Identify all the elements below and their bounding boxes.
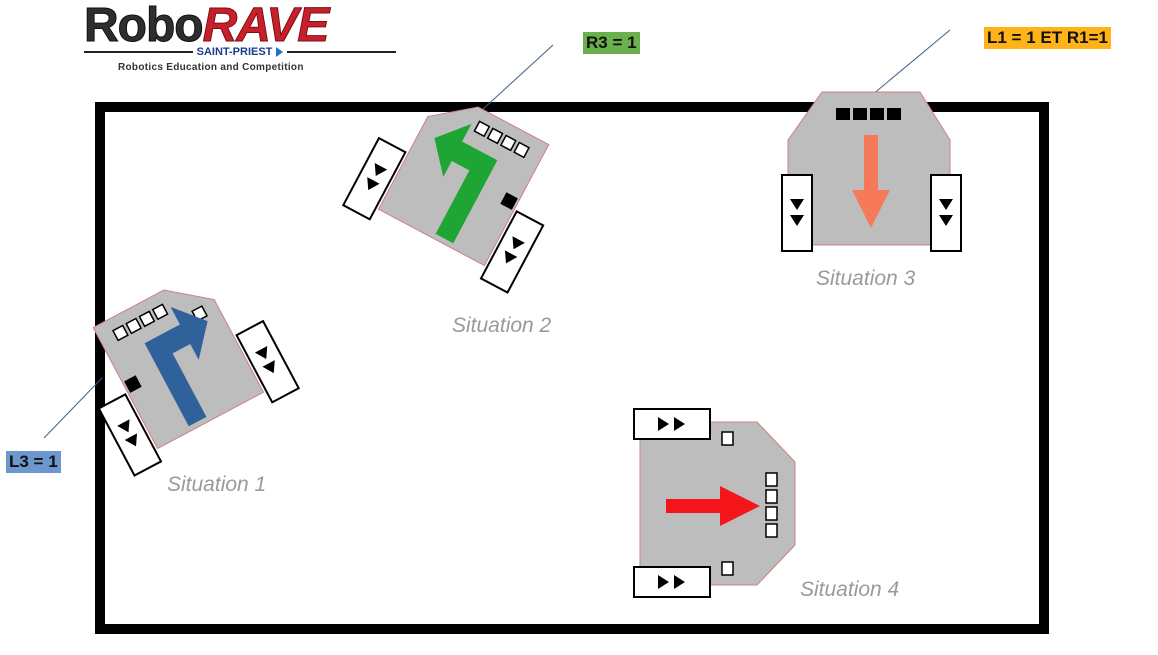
logo-triangle-icon: [276, 47, 284, 57]
sensor-row: [473, 120, 531, 159]
tag-situation2: R3 = 1: [583, 32, 640, 54]
tag-situation3: L1 = 1 ET R1=1: [984, 27, 1111, 49]
logo-line-right: [287, 51, 397, 53]
sensor-active-icon: [500, 192, 518, 210]
pointer-line-s3: [871, 29, 951, 96]
robot-situation4: [633, 408, 796, 598]
logo-wordmark: RoboRAVE: [84, 0, 330, 52]
tag-situation1: L3 = 1: [6, 451, 61, 473]
sensor-row: [836, 108, 901, 120]
arena-border: [95, 102, 1049, 634]
logo-location-row: SAINT-PRIEST: [84, 46, 397, 58]
caption-situation3: Situation 3: [816, 267, 916, 290]
caption-situation2: Situation 2: [452, 314, 552, 337]
direction-arrow-icon: [666, 486, 760, 526]
logo-tagline: Robotics Education and Competition: [118, 62, 304, 73]
logo-brand-part1: Robo: [84, 0, 205, 52]
wheel-icon: [930, 174, 962, 252]
logo-location: SAINT-PRIEST: [196, 46, 273, 58]
sensor-active-icon: [124, 375, 142, 393]
direction-arrow-icon: [144, 306, 208, 427]
sensor-row: [111, 303, 209, 342]
pointer-line-s1: [43, 377, 103, 439]
direction-arrow-icon: [852, 135, 890, 228]
robot-situation2: [342, 106, 550, 294]
direction-arrow-icon: [434, 123, 498, 244]
robot-situation3: [781, 91, 962, 252]
wheel-icon: [633, 408, 711, 440]
wheel-icon: [781, 174, 813, 252]
sensor-row: [721, 431, 778, 576]
logo-line-left: [84, 51, 193, 53]
roborave-logo: RoboRAVE SAINT-PRIEST Robotics Education…: [84, 0, 400, 76]
robot-situation1: [92, 289, 300, 477]
wheel-icon: [633, 566, 711, 598]
logo-brand-part2: RAVE: [202, 0, 330, 52]
caption-situation4: Situation 4: [800, 578, 900, 601]
caption-situation1: Situation 1: [167, 473, 267, 496]
pointer-line-s2: [481, 44, 554, 111]
